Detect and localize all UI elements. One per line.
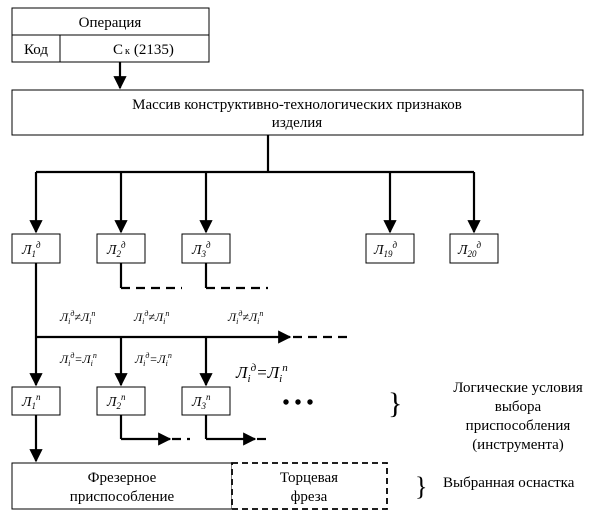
feature-box-2: Л2д — [96, 233, 146, 264]
svg-text:выбора: выбора — [495, 399, 542, 415]
condition-equal-2: Лiд=Лiп — [134, 351, 172, 368]
svg-text:Л3п: Л3п — [191, 392, 211, 411]
array-box-line2: изделия — [272, 115, 322, 131]
distribution-lines — [29, 135, 481, 234]
feature-box-20: Л20д — [449, 233, 499, 264]
code-label: Код — [24, 42, 48, 58]
svg-text:Л2д: Л2д — [106, 240, 126, 259]
logic-conditions-label: Логические условия выбора приспособления… — [453, 380, 583, 453]
condition-equal-1: Лiд=Лiп — [59, 351, 97, 368]
svg-text:(инструмента): (инструмента) — [472, 437, 564, 453]
svg-text:Л2п: Л2п — [106, 392, 126, 411]
svg-text:Торцевая: Торцевая — [280, 470, 338, 486]
selected-tooling-label: Выбранная оснастка — [443, 475, 575, 491]
logic-flow-lines — [29, 263, 350, 463]
feature-continuations — [119, 263, 268, 290]
svg-text:фреза: фреза — [291, 489, 328, 505]
condition-not-equal-2: Лiд≠Лiп — [133, 309, 169, 326]
array-box-line1: Массив конструктивно-технологических при… — [132, 97, 462, 113]
feature-box-3: Л3д — [181, 233, 231, 264]
condition-box-2: Л2п — [96, 386, 146, 416]
svg-text:Л1д: Л1д — [21, 240, 41, 259]
feature-box-1: Л1д — [11, 233, 61, 264]
condition-box-1: Л1п — [11, 386, 61, 416]
svg-text:приспособление: приспособление — [70, 489, 175, 505]
face-mill-box: Торцевая фреза — [231, 462, 388, 510]
svg-text:приспособления: приспособления — [466, 418, 571, 434]
svg-text:Л1п: Л1п — [21, 392, 41, 411]
operation-title: Операция — [79, 15, 142, 31]
code-value-c: С — [113, 42, 123, 58]
code-value-sub: к — [125, 46, 130, 57]
brace-logic: } — [388, 387, 402, 420]
svg-text:Л3д: Л3д — [191, 240, 211, 259]
array-box: Массив конструктивно-технологических при… — [11, 89, 584, 136]
milling-fixture-box: Фрезерное приспособление — [11, 462, 233, 510]
brace-selected: } — [415, 472, 427, 501]
svg-text:Логические условия: Логические условия — [453, 380, 583, 396]
svg-text:Л19д: Л19д — [373, 240, 397, 259]
condition-not-equal-3: Лiд≠Лiп — [227, 309, 263, 326]
svg-text:Л20д: Л20д — [457, 240, 481, 259]
svg-text:Фрезерное: Фрезерное — [88, 470, 157, 486]
ellipsis-dots: • • • — [282, 392, 313, 414]
condition-equal-large: Лiд=Лiп — [235, 362, 288, 385]
feature-box-19: Л19д — [365, 233, 415, 264]
condition-box-3: Л3п — [181, 386, 231, 416]
code-value-num: (2135) — [134, 42, 174, 58]
condition-not-equal-1: Лiд≠Лiп — [59, 309, 95, 326]
